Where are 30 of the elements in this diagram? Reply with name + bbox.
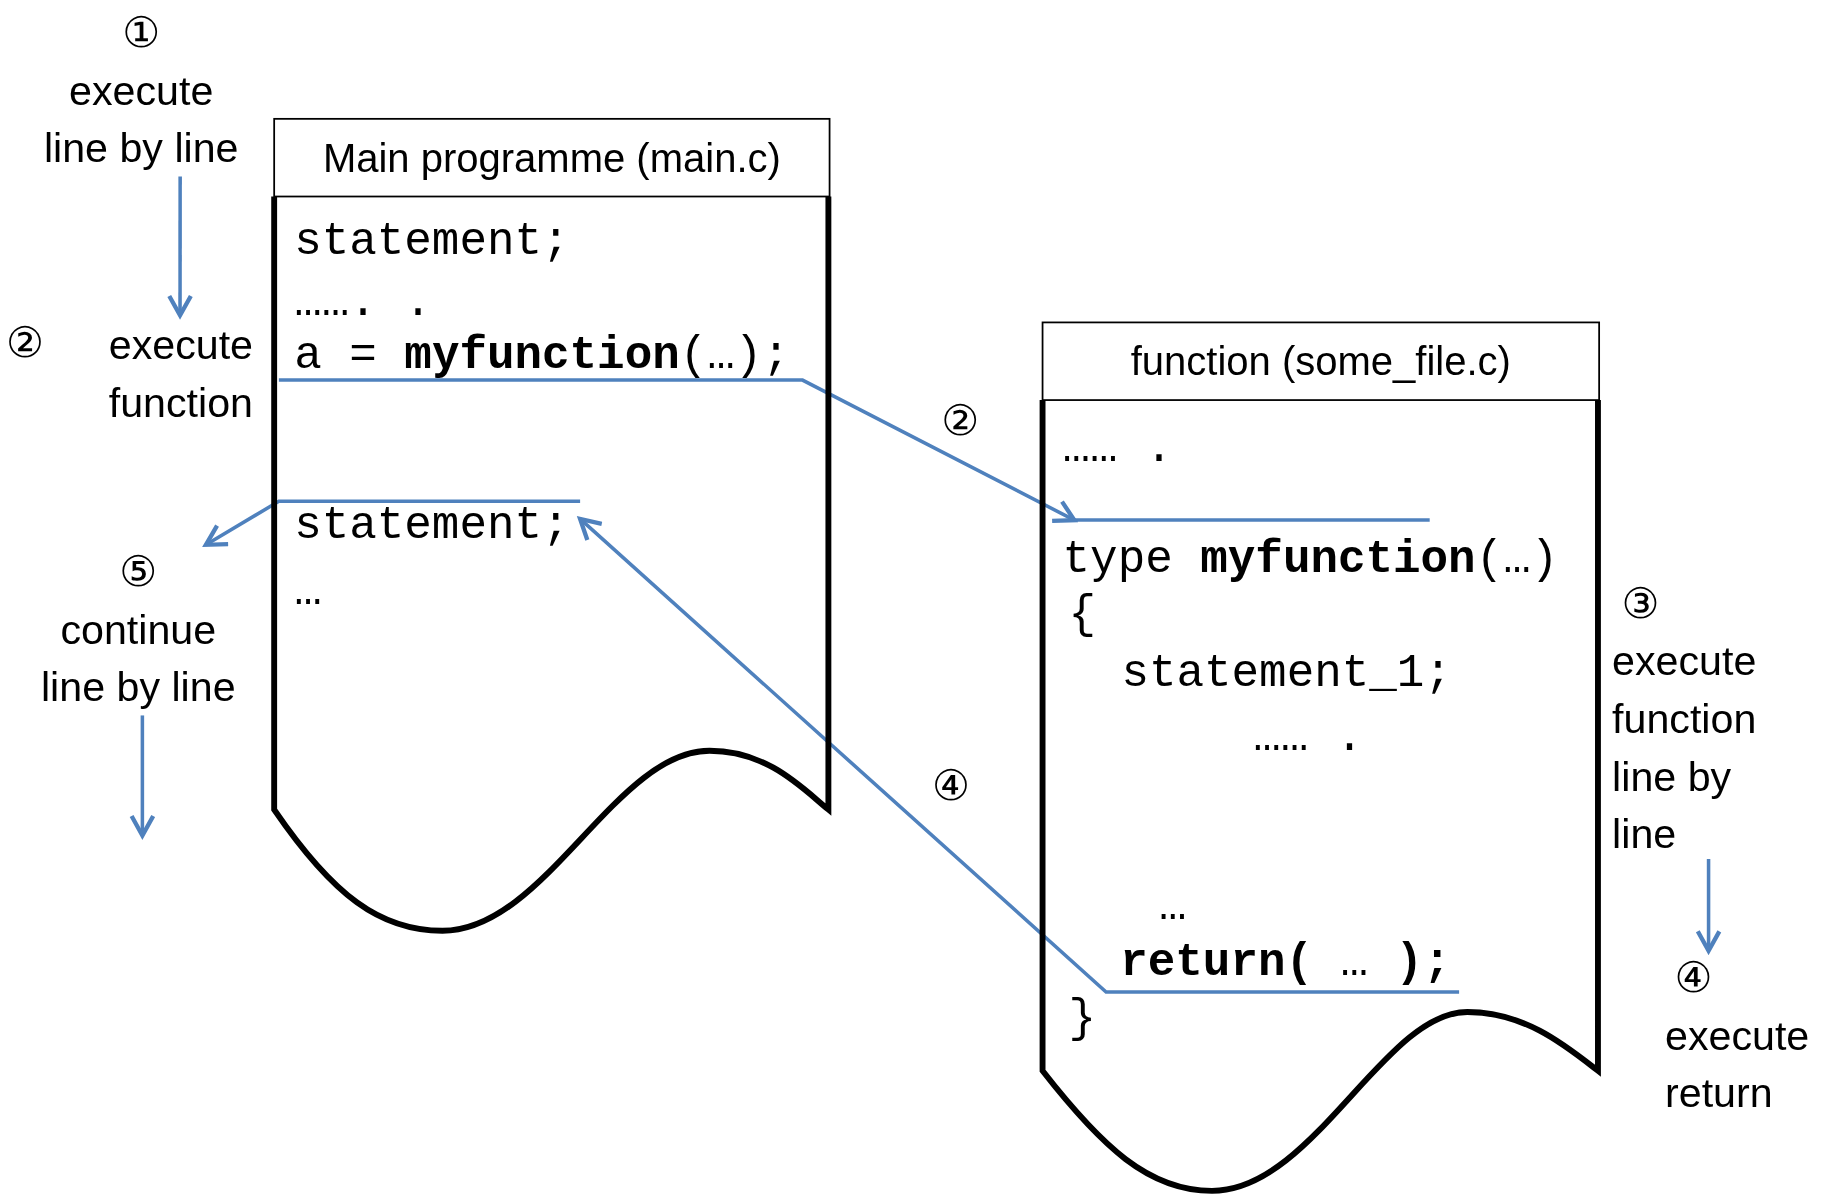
code-line: statement; [288, 217, 595, 268]
arrow [129, 715, 156, 838]
arrow [203, 499, 581, 547]
code-line: … [1153, 886, 1224, 929]
code-line: …… . [1056, 425, 1175, 474]
step-number: ③ [1621, 577, 1660, 630]
step-label: execute function [107, 320, 253, 427]
step-number: ④ [1674, 952, 1713, 1004]
step-number: ② [5, 316, 44, 368]
document-title: function (some_file.c) [1129, 337, 1512, 385]
code-line: ……. . [288, 280, 465, 328]
arrow [278, 378, 1077, 523]
code-line: } [1056, 995, 1104, 1043]
step-number: ⑤ [119, 546, 158, 598]
code-line: { [1056, 594, 1104, 637]
step-label: execute line by line [42, 65, 240, 173]
code-line: …… . [1247, 714, 1365, 762]
code-line: … [288, 570, 359, 614]
step-label: execute function line by line [1612, 636, 1758, 859]
step-number: ① [122, 7, 161, 59]
arrow [167, 176, 193, 318]
code-line: statement; [278, 501, 581, 551]
document-title: Main programme (main.c) [321, 133, 782, 182]
arrow [1695, 859, 1722, 953]
step-label: execute return [1665, 1010, 1811, 1118]
arrow [577, 516, 1460, 994]
code-line: return( … ); [1106, 935, 1460, 992]
code-line: a = myfunction(…); [278, 331, 815, 381]
code-line: statement_1; [1115, 649, 1469, 699]
step-label: continue line by line [39, 604, 237, 712]
